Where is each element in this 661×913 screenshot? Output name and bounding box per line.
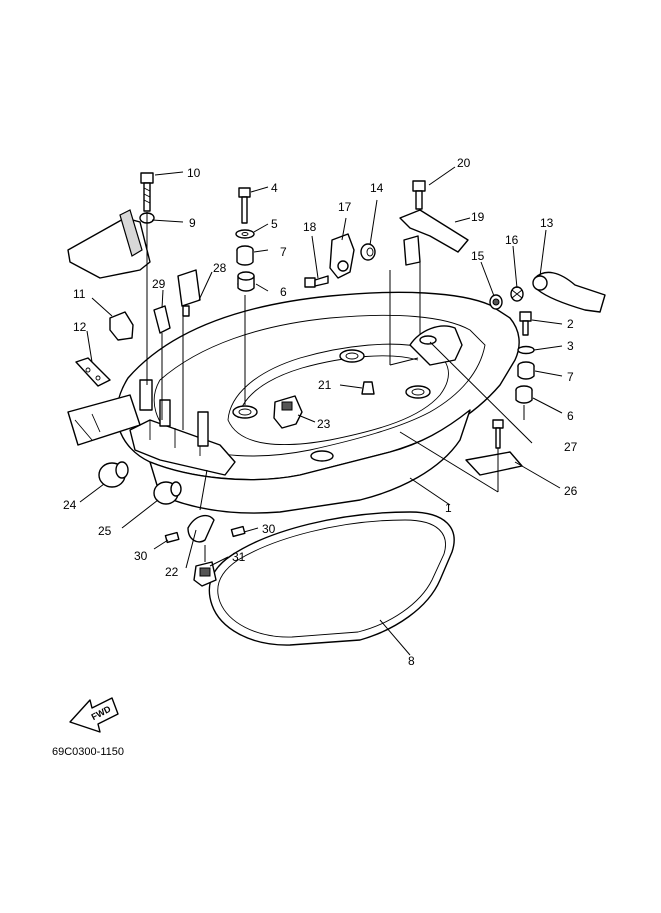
callout-18: 18 [303, 220, 317, 234]
callout-26: 26 [564, 484, 578, 498]
callout-labels: 1 2 3 4 5 6 6 7 7 8 9 10 11 12 13 14 15 … [63, 156, 578, 668]
part-9-lever [67, 209, 155, 279]
callout-5: 5 [271, 217, 278, 231]
part-24-plug [98, 461, 129, 488]
part-30-pad-left [164, 531, 180, 544]
callout-21: 21 [318, 378, 332, 392]
callout-10: 10 [187, 166, 201, 180]
callout-20: 20 [457, 156, 471, 170]
diagram-code: 69C0300-1150 [52, 746, 124, 758]
callout-17: 17 [338, 200, 352, 214]
callout-16: 16 [505, 233, 519, 247]
callout-12: 12 [73, 320, 87, 334]
part-29-clip [153, 305, 171, 334]
part-28-connector [177, 269, 201, 317]
callout-13: 13 [540, 216, 554, 230]
callout-19: 19 [471, 210, 485, 224]
part-7-collar-left [236, 245, 254, 266]
part-20-bolt [412, 180, 426, 210]
part-26-clip-bolt [465, 419, 523, 476]
part-13-lever-handle [532, 271, 606, 313]
part-15-grommet [489, 294, 503, 310]
callout-15: 15 [471, 249, 485, 263]
part-11-grommet [109, 311, 134, 341]
part-23-cap [273, 395, 303, 429]
part-25-plug [153, 481, 182, 505]
bottom-cowling [67, 291, 520, 514]
callout-22: 22 [165, 565, 179, 579]
callout-3: 3 [567, 339, 574, 353]
part-10-bolt [140, 172, 154, 212]
callout-4: 4 [271, 181, 278, 195]
part-3-washer [517, 345, 535, 355]
callout-1: 1 [445, 501, 452, 515]
part-5-washer [235, 229, 255, 239]
callout-24: 24 [63, 498, 77, 512]
callout-23: 23 [317, 417, 331, 431]
callout-27: 27 [564, 440, 578, 454]
part-22-plug [187, 514, 215, 543]
callout-6-left: 6 [280, 285, 287, 299]
part-17-bracket [329, 233, 355, 279]
part-2-bolt [519, 311, 532, 336]
part-19-plate [399, 209, 469, 266]
part-7-collar-right [517, 361, 535, 380]
callout-7-right: 7 [567, 370, 574, 384]
part-21-pin [361, 381, 375, 395]
callout-7-left: 7 [280, 245, 287, 259]
callout-2: 2 [567, 317, 574, 331]
callout-30-right: 30 [262, 522, 276, 536]
callout-28: 28 [213, 261, 227, 275]
fwd-arrow-icon: FWD [69, 697, 119, 733]
callout-25: 25 [98, 524, 112, 538]
callout-14: 14 [370, 181, 384, 195]
part-30-pad-right [230, 525, 246, 538]
callout-30-left: 30 [134, 549, 148, 563]
part-31-drain-plug [193, 561, 217, 587]
part-16-nut [510, 286, 524, 302]
callout-31: 31 [232, 550, 246, 564]
part-6-grommet-left [237, 271, 255, 292]
callout-11: 11 [73, 287, 86, 301]
leader-lines [79, 166, 563, 656]
part-18-screw [304, 275, 329, 288]
part-12-plate [75, 357, 111, 387]
callout-29: 29 [152, 277, 166, 291]
part-6-grommet-right [515, 385, 533, 404]
callout-9: 9 [189, 216, 196, 230]
callout-6-right: 6 [567, 409, 574, 423]
cowling-seal [208, 511, 455, 646]
callout-8: 8 [408, 654, 415, 668]
part-14-bushing [360, 243, 376, 261]
part-4-bolt [238, 187, 251, 224]
